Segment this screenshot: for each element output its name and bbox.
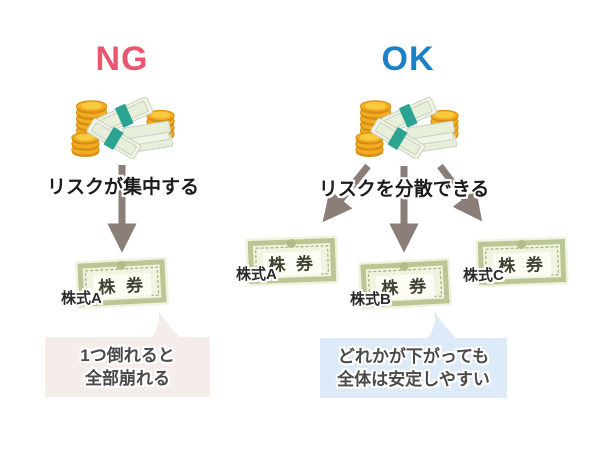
ok-bubble-line2: 全体は安定しやすい bbox=[337, 370, 490, 389]
certificate-icon: 株 券 bbox=[245, 235, 339, 287]
svg-text:株 券: 株 券 bbox=[381, 276, 430, 298]
stock-label-ok-a: 株式A bbox=[236, 266, 277, 283]
svg-text:株 券: 株 券 bbox=[498, 254, 546, 276]
ok-bubble-line1: どれかが下がっても bbox=[337, 347, 490, 366]
stock-label-ok-b: 株式B bbox=[350, 291, 391, 308]
certificate-icon: 株 券 bbox=[74, 256, 170, 310]
ok-heading: OK bbox=[381, 40, 435, 78]
stock-certificate-ok-a: 株 券 bbox=[245, 235, 339, 287]
ng-heading: NG bbox=[95, 40, 149, 78]
stock-label-ng-a: 株式A bbox=[61, 290, 102, 307]
ok-speech-bubble: どれかが下がっても 全体は安定しやすい bbox=[320, 338, 507, 398]
stock-label-ok-c: 株式C bbox=[463, 267, 504, 284]
ng-speech-bubble: 1つ倒れると 全部崩れる bbox=[45, 337, 210, 397]
certificate-icon: 株 券 bbox=[475, 236, 569, 288]
money-pile-icon bbox=[66, 86, 178, 159]
ok-arrow-label: リスクを分散できる bbox=[318, 179, 490, 200]
bubble-tail-icon bbox=[151, 309, 181, 338]
svg-text:株 券: 株 券 bbox=[268, 253, 316, 275]
stock-certificate-ng-a: 株 券 bbox=[74, 256, 170, 310]
stock-certificate-ok-b: 株 券 bbox=[357, 257, 453, 311]
money-pile-icon bbox=[350, 86, 462, 159]
ng-bubble-line1: 1つ倒れると bbox=[80, 346, 175, 365]
ng-bubble-line2: 全部崩れる bbox=[85, 369, 170, 388]
certificate-icon: 株 券 bbox=[357, 257, 453, 311]
ng-arrow-label: リスクが集中する bbox=[46, 177, 199, 198]
stock-certificate-ok-c: 株 券 bbox=[475, 236, 569, 288]
bubble-tail-icon bbox=[427, 310, 457, 339]
svg-text:株 券: 株 券 bbox=[98, 275, 147, 297]
